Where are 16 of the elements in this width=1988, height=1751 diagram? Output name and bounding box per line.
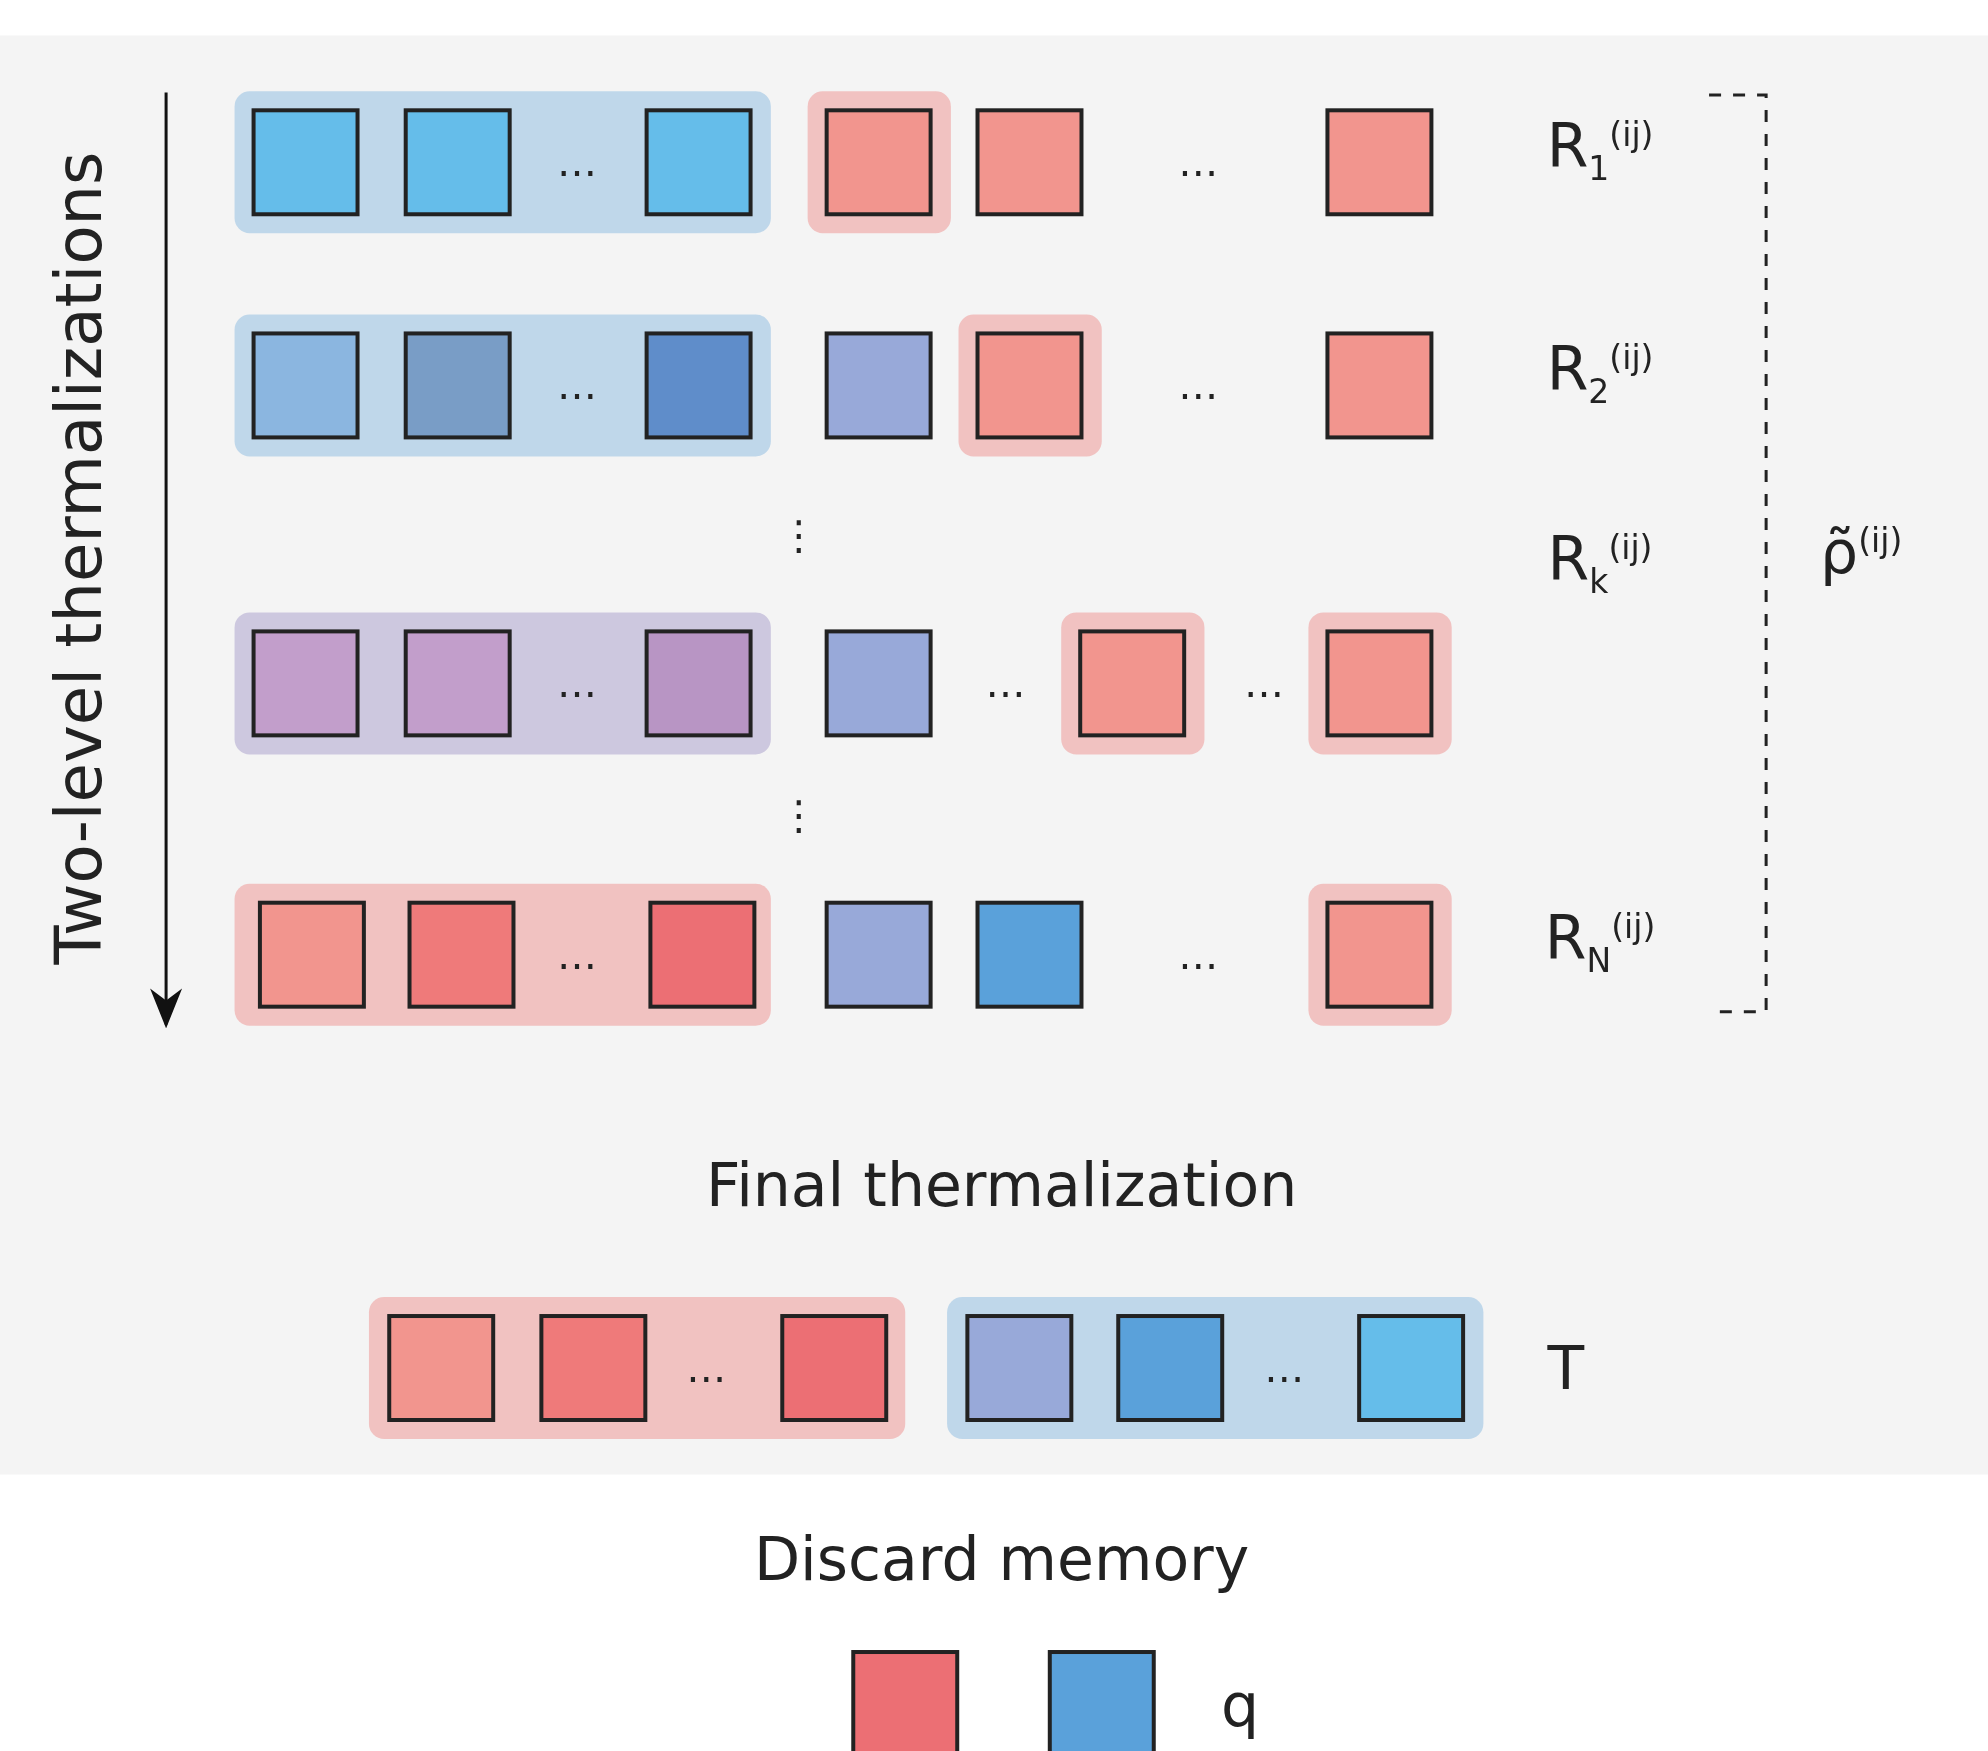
ellipsis: … — [1264, 1348, 1305, 1388]
ellipsis: … — [686, 1348, 727, 1388]
ellipsis: … — [556, 142, 597, 183]
ellipsis: … — [1178, 934, 1219, 975]
ellipsis: … — [1178, 142, 1219, 183]
row-label: T — [1547, 1338, 1585, 1398]
ellipsis: ⋮ — [778, 795, 819, 836]
ellipsis: … — [556, 934, 597, 975]
ellipsis: … — [985, 663, 1026, 704]
ellipsis: … — [556, 365, 597, 406]
ellipsis: … — [1244, 663, 1285, 704]
ellipsis: … — [556, 663, 597, 704]
ellipsis: … — [1178, 365, 1219, 406]
ellipsis: ⋮ — [778, 515, 819, 556]
axis-label: Two-level thermalizations — [46, 151, 111, 965]
section-heading: Final thermalization — [706, 1155, 1298, 1216]
